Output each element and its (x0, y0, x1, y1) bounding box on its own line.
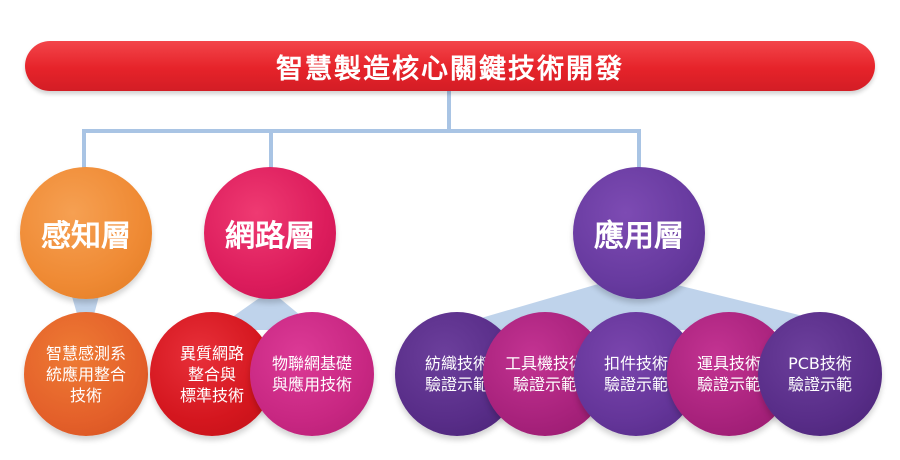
network-child-label-2: 物聯網基礎 與應用技術 (271, 354, 352, 394)
layer-network-label: 網路層 (225, 219, 315, 254)
application-child-circle-5: PCB技術 驗證示範 (758, 312, 882, 436)
application-child-label-5: PCB技術 驗證示範 (787, 354, 852, 394)
network-child-circle-1: 異質網路 整合與 標準技術 (150, 312, 274, 436)
layer-application-label: 應用層 (594, 219, 684, 254)
title-text: 智慧製造核心關鍵技術開發 (276, 53, 624, 85)
application-child-label-2: 工具機技術 驗證示範 (504, 354, 585, 394)
sensing-child-circle: 智慧感測系 統應用整合 技術 (24, 312, 148, 436)
network-child-label-1: 異質網路 整合與 標準技術 (179, 343, 244, 405)
application-child-label-3: 扣件技術 驗證示範 (603, 354, 668, 394)
application-child-label-4: 運具技術 驗證示範 (696, 354, 761, 394)
layer-application-circle: 應用層 (573, 167, 705, 299)
layer-sensing-circle: 感知層 (20, 167, 152, 299)
network-child-circle-2: 物聯網基礎 與應用技術 (250, 312, 374, 436)
sensing-child-label: 智慧感測系 統應用整合 技術 (45, 343, 126, 405)
title-banner: 智慧製造核心關鍵技術開發 (25, 41, 875, 91)
application-child-label-1: 紡織技術 驗證示範 (424, 354, 489, 394)
layer-network-circle: 網路層 (204, 167, 336, 299)
layer-sensing-label: 感知層 (41, 219, 131, 254)
